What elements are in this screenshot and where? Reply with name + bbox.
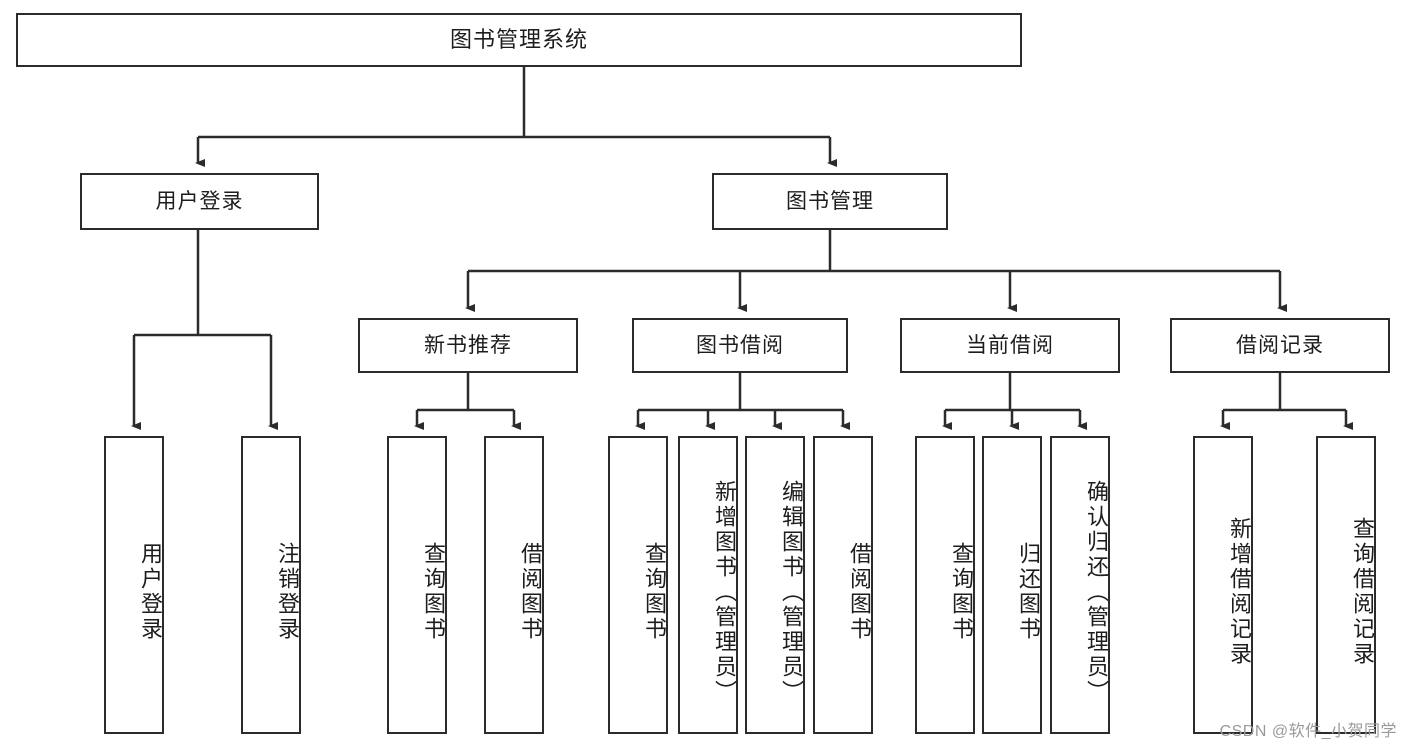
leaf-user-login[interactable]: 用户登录 <box>104 436 164 734</box>
node-new-book-recommend-label: 新书推荐 <box>424 333 512 357</box>
leaf-borrow-query-book-label: 查询图书 <box>642 542 667 642</box>
leaf-new-book-query[interactable]: 查询图书 <box>387 436 447 734</box>
node-user-login-label: 用户登录 <box>155 189 244 213</box>
leaf-add-borrow-record-label: 新增借阅记录 <box>1227 517 1252 667</box>
node-current-borrow-label: 当前借阅 <box>966 333 1054 357</box>
leaf-confirm-return-admin[interactable]: 确认归还（管理员） <box>1050 436 1110 734</box>
leaf-query-borrow-record-label: 查询借阅记录 <box>1350 517 1375 667</box>
node-current-borrow[interactable]: 当前借阅 <box>900 318 1120 373</box>
node-book-management[interactable]: 图书管理 <box>712 173 948 230</box>
leaf-add-book-admin[interactable]: 新增图书（管理员） <box>678 436 738 734</box>
leaf-confirm-return-admin-label: 确认归还（管理员） <box>1084 479 1109 705</box>
leaf-edit-book-admin-label: 编辑图书（管理员） <box>779 479 804 705</box>
node-user-login[interactable]: 用户登录 <box>80 173 319 230</box>
node-book-management-label: 图书管理 <box>786 189 874 213</box>
leaf-query-borrow-record[interactable]: 查询借阅记录 <box>1316 436 1376 734</box>
leaf-logout[interactable]: 注销登录 <box>241 436 301 734</box>
leaf-new-book-borrow[interactable]: 借阅图书 <box>484 436 544 734</box>
leaf-borrow-book[interactable]: 借阅图书 <box>813 436 873 734</box>
leaf-current-query-book-label: 查询图书 <box>949 542 974 642</box>
leaf-add-book-admin-label: 新增图书（管理员） <box>712 479 737 705</box>
leaf-return-book[interactable]: 归还图书 <box>982 436 1042 734</box>
node-borrow-record[interactable]: 借阅记录 <box>1170 318 1390 373</box>
node-new-book-recommend[interactable]: 新书推荐 <box>358 318 578 373</box>
leaf-new-book-borrow-label: 借阅图书 <box>518 542 543 642</box>
leaf-edit-book-admin[interactable]: 编辑图书（管理员） <box>745 436 805 734</box>
node-book-borrow-label: 图书借阅 <box>696 333 784 357</box>
leaf-borrow-book-label: 借阅图书 <box>847 542 872 642</box>
node-root-label: 图书管理系统 <box>449 26 588 52</box>
leaf-user-login-label: 用户登录 <box>138 542 163 642</box>
node-book-borrow[interactable]: 图书借阅 <box>632 318 848 373</box>
leaf-new-book-query-label: 查询图书 <box>421 542 446 642</box>
leaf-logout-label: 注销登录 <box>275 542 300 642</box>
leaf-add-borrow-record[interactable]: 新增借阅记录 <box>1193 436 1253 734</box>
watermark-text: CSDN @软件_小贺同学 <box>1219 723 1397 740</box>
leaf-borrow-query-book[interactable]: 查询图书 <box>608 436 668 734</box>
node-root[interactable]: 图书管理系统 <box>16 13 1022 67</box>
leaf-return-book-label: 归还图书 <box>1016 542 1041 642</box>
node-borrow-record-label: 借阅记录 <box>1236 333 1324 357</box>
leaf-current-query-book[interactable]: 查询图书 <box>915 436 975 734</box>
